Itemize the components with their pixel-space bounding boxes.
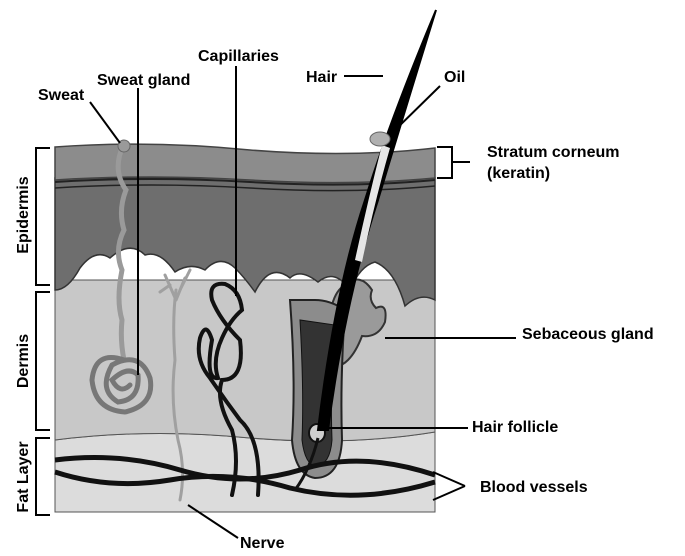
sweat-label: Sweat	[38, 87, 85, 104]
nerve-leader	[187, 504, 239, 539]
hair-label: Hair	[306, 69, 338, 86]
epidermis-label: Epidermis	[15, 176, 32, 254]
keratin-label: (keratin)	[487, 165, 551, 182]
sweat-duct	[115, 143, 129, 363]
stratum-corneum-label: Stratum corneum	[487, 144, 620, 161]
sweat-leader	[89, 101, 121, 144]
hair-shaft-highlight	[355, 145, 390, 262]
capillary-loop	[196, 281, 261, 497]
stratum-bracket	[437, 146, 470, 179]
sebaceous-gland-label: Sebaceous gland	[522, 326, 654, 343]
blood-vessel-2	[54, 469, 436, 498]
oil-leader	[389, 85, 441, 136]
blood-vessels-label: Blood vessels	[480, 479, 588, 496]
dermis-region	[54, 279, 436, 442]
nerve-label: Nerve	[240, 535, 285, 552]
sweat-gland-label: Sweat gland	[97, 72, 191, 89]
fat-layer-label: Fat Layer	[15, 441, 32, 513]
epidermis-region	[54, 177, 436, 308]
oil-label: Oil	[444, 69, 466, 86]
capillaries-label: Capillaries	[198, 48, 279, 65]
dermis-bracket	[35, 291, 50, 431]
oil-droplet	[369, 131, 391, 147]
fat-layer-region	[54, 431, 436, 513]
hair-follicle-label: Hair follicle	[472, 419, 559, 436]
nerve	[158, 268, 192, 502]
fat-layer-bracket	[35, 437, 50, 516]
sweat-pore	[117, 139, 131, 153]
epidermis-bracket	[35, 147, 50, 286]
stratum-corneum-region	[54, 143, 436, 184]
blood-vessels-leader	[432, 471, 466, 501]
blood-vessel-3	[293, 437, 320, 491]
sweat-gland-coil	[89, 355, 154, 415]
dermis-label: Dermis	[15, 333, 32, 389]
